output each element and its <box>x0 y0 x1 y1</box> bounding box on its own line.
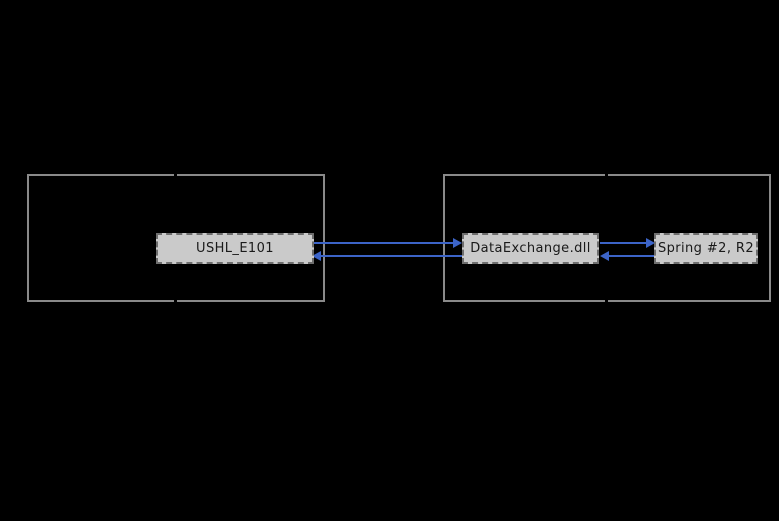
node-label: USHL_E101 <box>196 241 274 256</box>
connection-point-marker <box>605 173 608 177</box>
connector-dataexchange-to-spring-line <box>600 242 646 244</box>
arrowhead-left-icon <box>312 251 321 261</box>
node-dataexchange-dll: DataExchange.dll <box>462 233 599 264</box>
connection-point-marker <box>174 173 177 177</box>
arrowhead-left-icon <box>600 251 609 261</box>
connector-spring-to-dataexchange-line <box>609 255 655 257</box>
node-spring-2-r2: Spring #2, R2 <box>654 233 758 264</box>
node-label: DataExchange.dll <box>470 241 591 256</box>
connection-point-marker <box>605 299 608 303</box>
connector-ushl-to-dataexchange-line <box>314 242 453 244</box>
node-label: Spring #2, R2 <box>657 241 755 256</box>
arrowhead-right-icon <box>646 238 655 248</box>
connection-point-marker <box>174 299 177 303</box>
connector-dataexchange-to-ushl-line <box>321 255 462 257</box>
node-ushl-e101: USHL_E101 <box>156 233 314 264</box>
arrowhead-right-icon <box>453 238 462 248</box>
